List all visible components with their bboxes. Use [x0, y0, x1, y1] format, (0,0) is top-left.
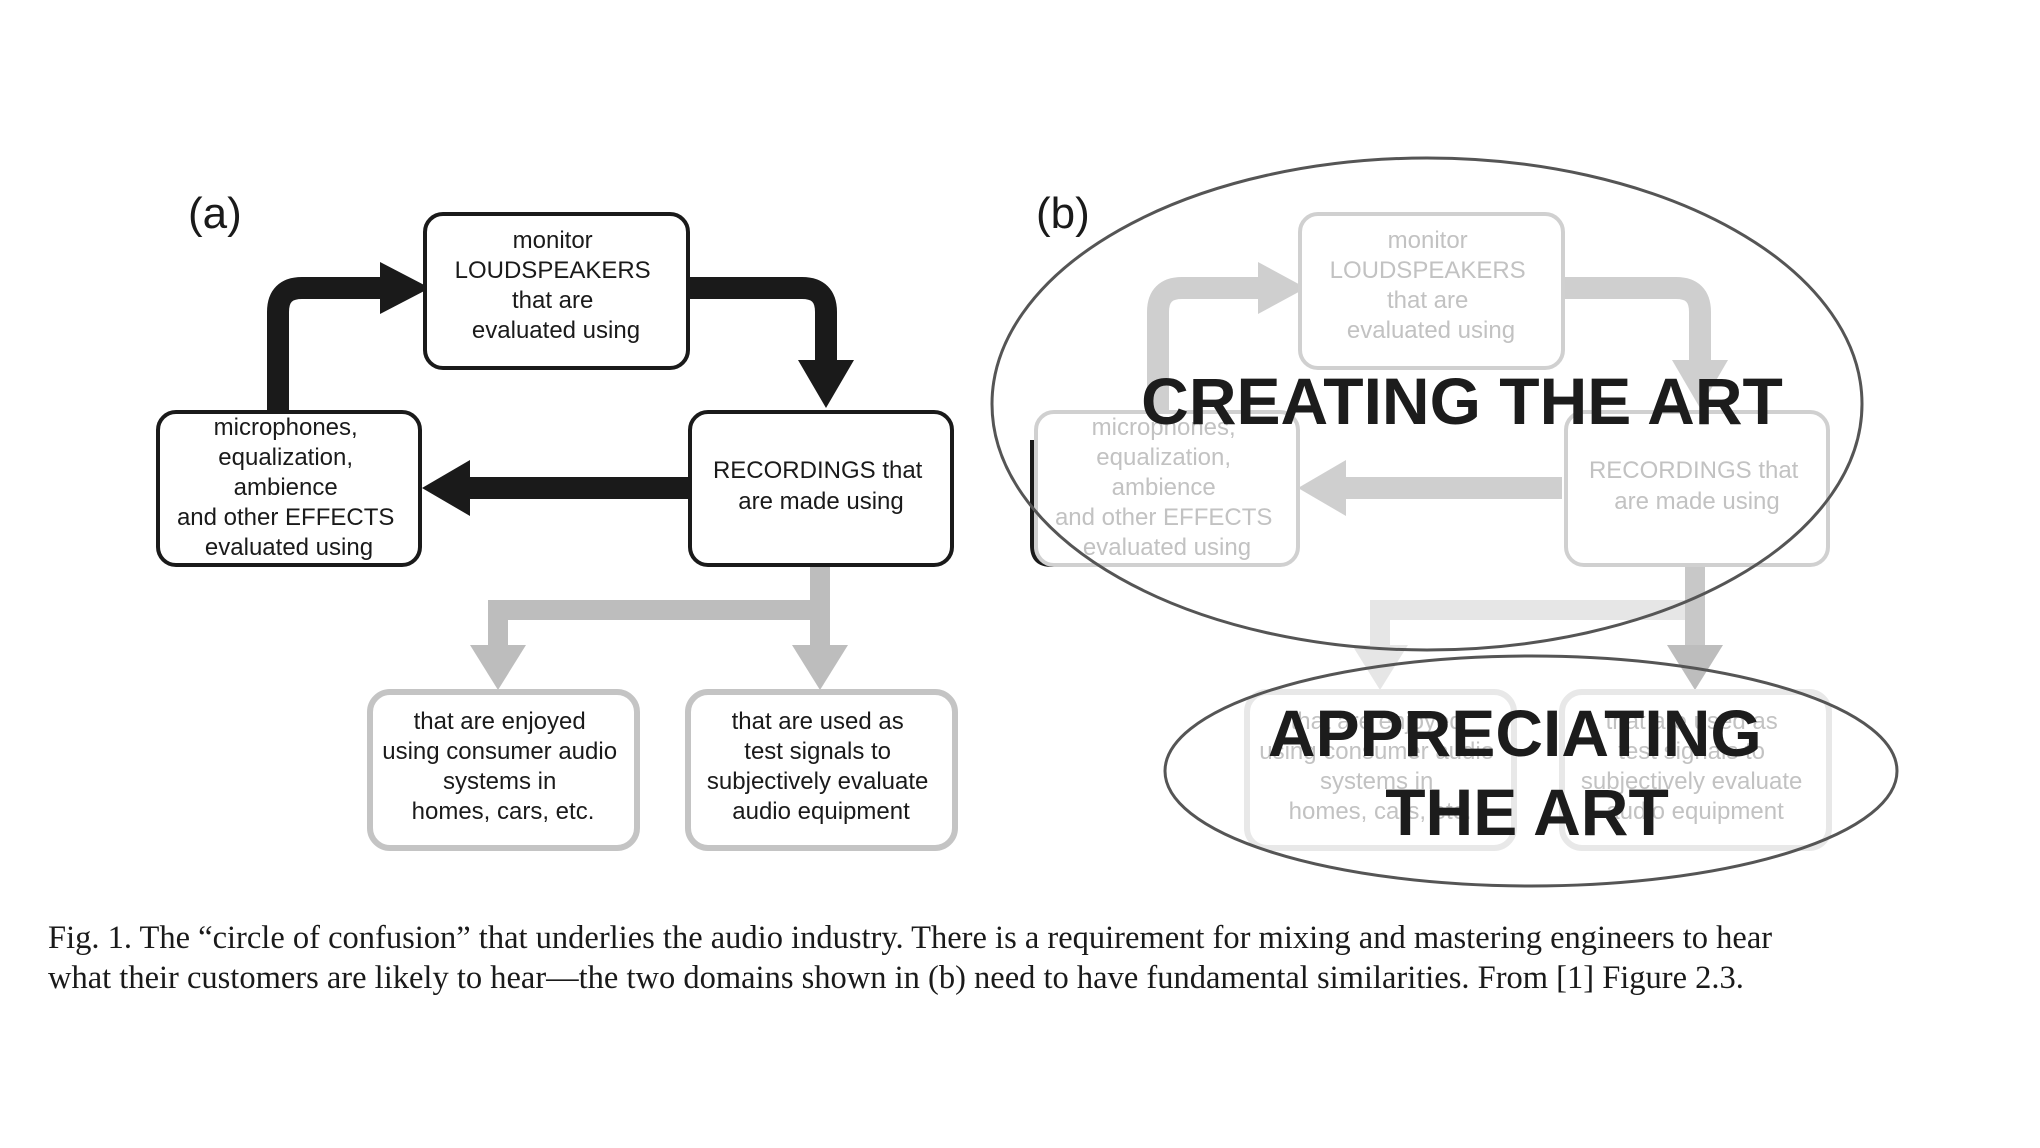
- grey-branch-arrows: [470, 562, 848, 690]
- arrow-left-shaft: [460, 477, 690, 499]
- faded-branch-left: [1370, 562, 1705, 648]
- faded-box-effects-text: microphones, equalization, ambience and …: [1055, 414, 1279, 561]
- appreciating-ellipse: [1163, 654, 1899, 888]
- black-loop-arrows: [267, 262, 854, 516]
- box-test: that are used as test signals to subject…: [685, 689, 958, 851]
- figure-caption: Fig. 1. The “circle of confusion” that u…: [48, 918, 2008, 998]
- box-consumer: that are enjoyed using consumer audio sy…: [367, 689, 640, 851]
- arrow-up-right-shaft: [267, 277, 385, 412]
- faded-arrowhead-down: [1672, 360, 1728, 408]
- faded-box-recordings: RECORDINGS that are made using: [1564, 410, 1830, 567]
- arrow-right-down-shaft: [688, 277, 837, 365]
- panel-b-label: (b): [1036, 189, 1090, 238]
- box-effects-text: microphones, equalization, ambience and …: [177, 414, 401, 561]
- faded-box-loudspeakers-text: monitor LOUDSPEAKERS that are evaluated …: [1330, 227, 1533, 344]
- arrowhead-down-left: [470, 645, 526, 690]
- branch-line-left: [488, 562, 830, 648]
- faded-box-effects: microphones, equalization, ambience and …: [1034, 410, 1300, 567]
- panel-a: (a) monitor LOUDSPEAKERS that are evalua…: [156, 189, 958, 851]
- caption-line-1: Fig. 1. The “circle of confusion” that u…: [48, 920, 1773, 956]
- box-loudspeakers-text: monitor LOUDSPEAKERS that are evaluated …: [455, 227, 658, 344]
- box-loudspeakers: monitor LOUDSPEAKERS that are evaluated …: [423, 212, 690, 370]
- arrowhead-down: [798, 360, 854, 408]
- appreciating-the-art-label: APPRECIATING THE ART: [1268, 696, 1780, 849]
- faded-box-loudspeakers: monitor LOUDSPEAKERS that are evaluated …: [1298, 212, 1565, 370]
- faded-arrow-left-shaft: [1340, 477, 1562, 499]
- creating-ellipse: [990, 156, 1864, 652]
- faded-box-consumer-text: that are enjoyed using consumer audio sy…: [1259, 708, 1500, 825]
- faded-arrow-up-right-shaft: [1147, 277, 1262, 412]
- box-consumer-text: that are enjoyed using consumer audio sy…: [382, 708, 623, 825]
- box-effects: microphones, equalization, ambience and …: [156, 410, 422, 567]
- faded-arrowhead-right: [1258, 262, 1306, 314]
- faded-box-test-text: that are used as test signals to subject…: [1581, 708, 1809, 825]
- faded-arrow-right-down-shaft: [1560, 277, 1711, 365]
- faded-box-recordings-text: RECORDINGS that are made using: [1589, 457, 1805, 515]
- box-recordings: RECORDINGS that are made using: [688, 410, 954, 567]
- faded-arrowhead-left: [1298, 460, 1346, 516]
- box-test-text: that are used as test signals to subject…: [707, 708, 935, 825]
- box-recordings-text: RECORDINGS that are made using: [713, 457, 929, 515]
- arrowhead-down-right: [792, 645, 848, 690]
- panel-b: (b) monitor LOUDSPEAKERS that are evalua…: [990, 156, 1899, 888]
- creating-the-art-label: CREATING THE ART: [1141, 364, 1783, 438]
- caption-line-2: what their customers are likely to hear—…: [48, 960, 1744, 996]
- faded-box-consumer: that are enjoyed using consumer audio sy…: [1244, 689, 1517, 851]
- faded-box-test: that are used as test signals to subject…: [1559, 689, 1832, 851]
- panel-a-label: (a): [188, 189, 242, 238]
- arrowhead-left: [422, 460, 470, 516]
- arrowhead-right: [380, 262, 430, 314]
